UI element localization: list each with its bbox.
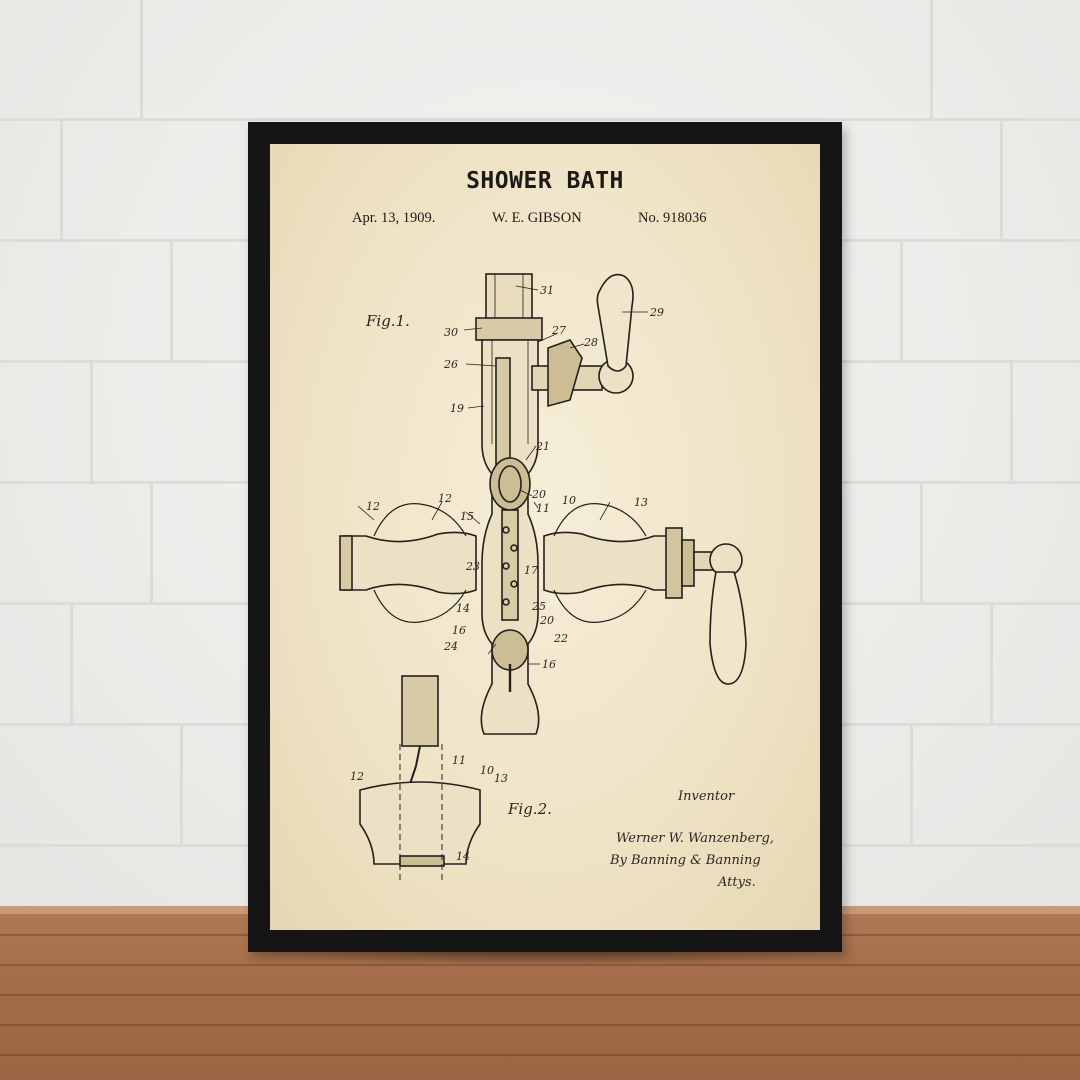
patent-number: No. 918036 — [638, 210, 707, 226]
part-number: 13 — [634, 496, 648, 509]
fig2-label: Fig.2. — [507, 800, 552, 818]
part-number: 30 — [444, 326, 458, 339]
part-number: 10 — [562, 494, 576, 507]
brick-joint — [910, 726, 913, 844]
brick-joint — [900, 242, 903, 360]
signature-attys: Attys. — [717, 875, 756, 890]
vertical-pipe — [475, 273, 543, 735]
part-number: 27 — [551, 324, 566, 337]
part-number: 19 — [450, 402, 464, 415]
part-number: 20 — [531, 488, 546, 501]
inventor-header: W. E. GIBSON — [492, 210, 582, 226]
part-number: 13 — [494, 772, 508, 785]
part-number: 10 — [480, 764, 494, 777]
part-number: 21 — [535, 440, 550, 453]
brick-joint — [170, 242, 173, 360]
part-number: 23 — [465, 560, 480, 573]
part-number: 22 — [553, 632, 568, 645]
patent-drawing: Fig.1. Fig.2. 31 29 30 27 28 26 19 21 12… — [339, 273, 774, 890]
part-number: 14 — [456, 602, 470, 615]
brick-joint — [70, 605, 73, 723]
brick-joint — [60, 121, 63, 239]
part-number: 20 — [539, 614, 554, 627]
signature-by: By Banning & Banning — [609, 853, 761, 868]
part-number: 16 — [542, 658, 556, 671]
brick-joint — [150, 484, 153, 602]
part-number: 11 — [452, 754, 466, 767]
patent-print: SHOWER BATH Apr. 13, 1909. W. E. GIBSON … — [270, 144, 820, 930]
part-number: 28 — [583, 336, 598, 349]
brick-joint — [1000, 121, 1003, 239]
fig2-section — [359, 675, 481, 884]
brick-joint — [990, 605, 993, 723]
part-number: 14 — [456, 850, 470, 863]
fig1-label: Fig.1. — [365, 312, 410, 330]
brick-joint — [180, 726, 183, 844]
part-number: 26 — [443, 358, 458, 371]
signature-name: Werner W. Wanzenberg, — [616, 831, 774, 846]
brick-joint — [1010, 363, 1013, 481]
poster-title: SHOWER BATH — [466, 168, 624, 194]
part-number: 16 — [452, 624, 466, 637]
brick-joint — [140, 0, 143, 118]
signature-inventor: Inventor — [677, 789, 735, 804]
part-number: 25 — [531, 600, 546, 613]
part-number: 17 — [524, 564, 538, 577]
brick-joint — [90, 363, 93, 481]
part-number: 12 — [366, 500, 380, 513]
part-number: 12 — [350, 770, 364, 783]
patent-date: Apr. 13, 1909. — [352, 210, 436, 226]
part-number: 11 — [536, 502, 550, 515]
brick-joint — [930, 0, 933, 118]
brick-joint — [920, 484, 923, 602]
part-number: 31 — [540, 284, 554, 297]
part-number: 29 — [649, 306, 664, 319]
horizontal-pipe-body — [339, 503, 747, 685]
part-number: 15 — [460, 510, 474, 523]
upper-valve-handle — [531, 273, 634, 408]
part-number: 24 — [443, 640, 458, 653]
part-number: 12 — [438, 492, 452, 505]
